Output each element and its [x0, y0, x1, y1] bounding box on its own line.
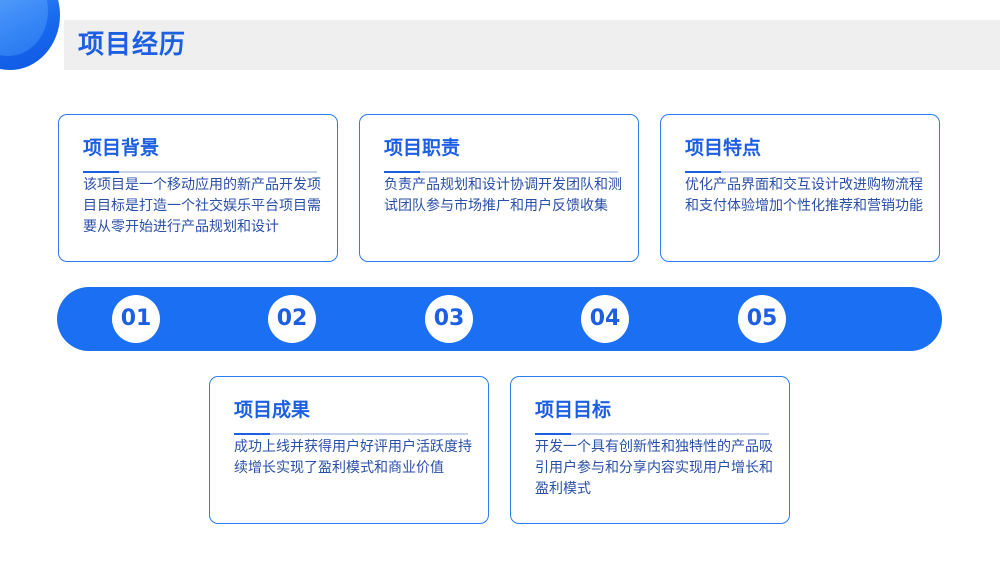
card-text: 成功上线并获得用户好评用户活跃度持续增长实现了盈利模式和商业价值 [234, 439, 472, 476]
card-project-background: 项目背景 该项目是一个移动应用的新产品开发项目目标是打造一个社交娱乐平台项目需要… [58, 114, 338, 262]
card-title: 项目背景 [83, 137, 160, 159]
card-title: 项目职责 [384, 137, 461, 159]
card-project-goals: 项目目标 开发一个具有创新性和独特性的产品吸引用户参与和分享内容实现用户增长和盈… [510, 376, 790, 524]
timeline-step-03: 03 [425, 295, 473, 343]
card-project-responsibilities: 项目职责 负责产品规划和设计协调开发团队和测试团队参与市场推广和用户反馈收集 [359, 114, 639, 262]
card-divider [234, 433, 468, 435]
timeline-step-04: 04 [581, 295, 629, 343]
card-divider [535, 433, 769, 435]
title-bar [64, 20, 1000, 70]
card-divider [384, 171, 618, 173]
timeline-bar [57, 287, 942, 351]
card-text: 开发一个具有创新性和独特性的产品吸引用户参与和分享内容实现用户增长和盈利模式 [535, 439, 773, 497]
card-divider [685, 171, 919, 173]
card-text: 优化产品界面和交互设计改进购物流程和支付体验增加个性化推荐和营销功能 [685, 177, 923, 214]
page-title: 项目经历 [78, 30, 187, 60]
card-text: 负责产品规划和设计协调开发团队和测试团队参与市场推广和用户反馈收集 [384, 177, 622, 214]
card-title: 项目特点 [685, 137, 762, 159]
card-project-results: 项目成果 成功上线并获得用户好评用户活跃度持续增长实现了盈利模式和商业价值 [209, 376, 489, 524]
timeline-step-05: 05 [738, 295, 786, 343]
card-title: 项目成果 [234, 399, 311, 421]
card-title: 项目目标 [535, 399, 612, 421]
card-divider [83, 171, 317, 173]
card-project-features: 项目特点 优化产品界面和交互设计改进购物流程和支付体验增加个性化推荐和营销功能 [660, 114, 940, 262]
timeline-step-02: 02 [268, 295, 316, 343]
timeline-step-01: 01 [112, 295, 160, 343]
card-text: 该项目是一个移动应用的新产品开发项目目标是打造一个社交娱乐平台项目需要从零开始进… [83, 177, 321, 235]
